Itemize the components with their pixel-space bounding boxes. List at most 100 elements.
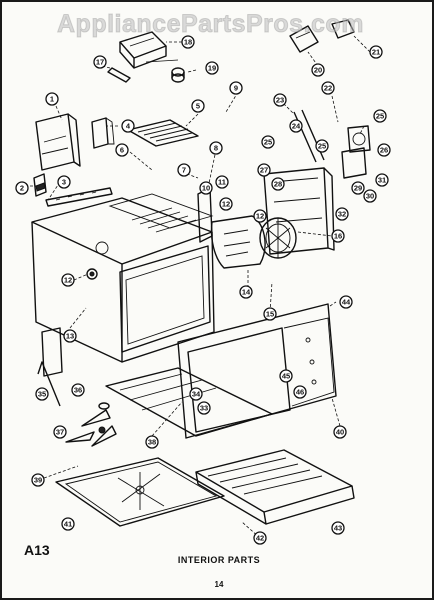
svg-text:4: 4 bbox=[126, 122, 131, 131]
svg-text:1: 1 bbox=[50, 95, 54, 104]
svg-text:8: 8 bbox=[214, 144, 218, 153]
svg-text:45: 45 bbox=[282, 372, 290, 381]
callout-14: 2 bbox=[15, 181, 29, 195]
callout-37-upper: 28 bbox=[271, 177, 285, 191]
callout-35: 31 bbox=[375, 173, 389, 187]
svg-text:27: 27 bbox=[260, 166, 268, 175]
callout-19: 34 bbox=[189, 387, 203, 401]
callout-22: 12 bbox=[253, 209, 267, 223]
callout-34: 30 bbox=[363, 189, 377, 203]
callout-42: 12 bbox=[61, 273, 75, 287]
svg-text:13: 13 bbox=[66, 332, 74, 341]
svg-text:17: 17 bbox=[96, 58, 104, 67]
callout-7: 42 bbox=[253, 531, 267, 545]
svg-text:5: 5 bbox=[196, 102, 200, 111]
callout-10: 33 bbox=[197, 401, 211, 415]
part-3-side-panel bbox=[35, 113, 81, 171]
svg-text:34: 34 bbox=[192, 390, 201, 399]
callout-29: 20 bbox=[311, 63, 325, 77]
svg-text:10: 10 bbox=[202, 184, 210, 193]
callout-31: 24 bbox=[289, 119, 303, 133]
callout-46: 46 bbox=[293, 385, 307, 399]
callout-44: 9 bbox=[229, 81, 243, 95]
svg-text:25: 25 bbox=[376, 112, 384, 121]
callout-12-mid: 44 bbox=[339, 295, 353, 309]
diagram-caption: INTERIOR PARTS bbox=[177, 555, 261, 565]
part-15-strip bbox=[45, 187, 113, 207]
svg-text:22: 22 bbox=[324, 84, 332, 93]
svg-text:23: 23 bbox=[276, 96, 284, 105]
svg-text:12: 12 bbox=[256, 212, 264, 221]
part-oven-cavity bbox=[31, 193, 215, 363]
svg-text:38: 38 bbox=[148, 438, 156, 447]
svg-text:43: 43 bbox=[334, 524, 342, 533]
callout-2: 38 bbox=[145, 435, 159, 449]
part-36-plate bbox=[341, 147, 367, 179]
svg-text:31: 31 bbox=[378, 176, 386, 185]
svg-text:12: 12 bbox=[222, 200, 230, 209]
callout-16: 6 bbox=[115, 143, 129, 157]
callout-43: 19 bbox=[205, 61, 219, 75]
callout-21: 14 bbox=[239, 285, 253, 299]
part-8-rod bbox=[37, 361, 61, 407]
part-1-grille bbox=[127, 119, 199, 147]
callout-20: 12 bbox=[219, 197, 233, 211]
callout-12-top: 22 bbox=[321, 81, 335, 95]
callout-5: 13 bbox=[63, 329, 77, 343]
svg-text:42: 42 bbox=[256, 534, 264, 543]
svg-text:33: 33 bbox=[200, 404, 208, 413]
part-9-stirrer-fan bbox=[65, 409, 117, 447]
page-number: 14 bbox=[214, 580, 224, 589]
callout-11: 18 bbox=[181, 35, 195, 49]
svg-text:39: 39 bbox=[34, 476, 42, 485]
svg-text:40: 40 bbox=[336, 428, 344, 437]
svg-text:24: 24 bbox=[292, 122, 301, 131]
callout-28: 32 bbox=[335, 207, 349, 221]
part-61-block bbox=[91, 117, 115, 149]
figure-code: A13 bbox=[24, 542, 50, 558]
callout-33: 23 bbox=[273, 93, 287, 107]
svg-text:44: 44 bbox=[342, 298, 351, 307]
svg-text:7: 7 bbox=[182, 166, 186, 175]
callout-18: 41 bbox=[61, 517, 75, 531]
part-32-clip bbox=[331, 19, 355, 39]
svg-text:20: 20 bbox=[314, 66, 322, 75]
svg-text:6: 6 bbox=[120, 146, 124, 155]
callout-3: 1 bbox=[45, 92, 59, 106]
part-18-floor-tray bbox=[55, 457, 225, 527]
svg-text:25: 25 bbox=[318, 142, 326, 151]
svg-text:15: 15 bbox=[266, 310, 274, 319]
callout-27: 29 bbox=[351, 181, 365, 195]
callout-40: 10 bbox=[199, 181, 213, 195]
leader-lines bbox=[30, 35, 371, 539]
svg-text:9: 9 bbox=[234, 84, 238, 93]
svg-text:21: 21 bbox=[372, 48, 380, 57]
callouts: 1 2 3 4 5 6 7 8 9 10 11 12 12 12 13 14 1… bbox=[15, 35, 391, 545]
svg-text:30: 30 bbox=[366, 192, 374, 201]
svg-text:19: 19 bbox=[208, 64, 216, 73]
svg-text:3: 3 bbox=[62, 178, 66, 187]
svg-text:26: 26 bbox=[380, 146, 388, 155]
part-43-knob bbox=[171, 67, 185, 83]
part-30-motor bbox=[347, 125, 371, 153]
svg-text:25: 25 bbox=[264, 138, 272, 147]
part-14-block bbox=[33, 173, 47, 197]
svg-text:28: 28 bbox=[274, 180, 282, 189]
callout-32: 25 bbox=[315, 139, 329, 153]
part-21-blower-housing bbox=[210, 215, 266, 269]
callout-36: 11 bbox=[215, 175, 229, 189]
callout-13: 8 bbox=[209, 141, 223, 155]
callout-25-mid: 27 bbox=[257, 163, 271, 177]
part-floor-frame bbox=[105, 367, 273, 437]
svg-text:11: 11 bbox=[218, 178, 226, 187]
part-29-bracket bbox=[289, 25, 319, 53]
callout-61: 4 bbox=[121, 119, 135, 133]
callout-12-right: 40 bbox=[333, 425, 347, 439]
svg-text:18: 18 bbox=[184, 38, 192, 47]
svg-text:37: 37 bbox=[56, 428, 64, 437]
callout-8: 35 bbox=[35, 387, 49, 401]
svg-text:29: 29 bbox=[354, 184, 362, 193]
svg-text:32: 32 bbox=[338, 210, 346, 219]
part-17-rod bbox=[107, 67, 131, 83]
